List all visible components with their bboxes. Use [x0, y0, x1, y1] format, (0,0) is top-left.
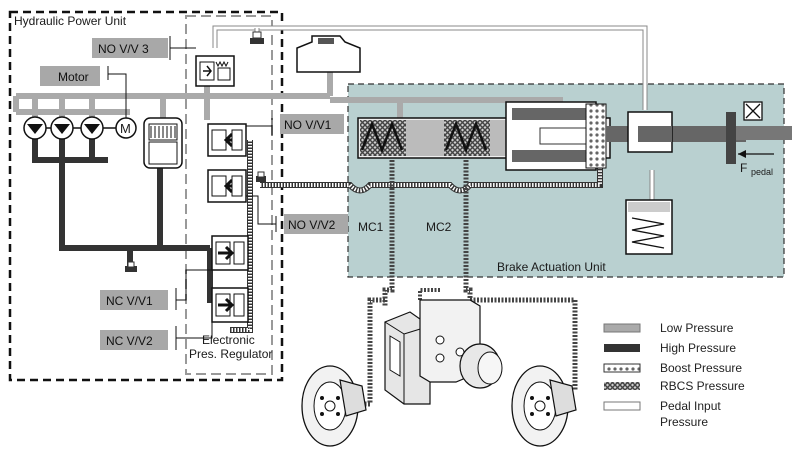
pressure-sensor-bottom [125, 261, 137, 272]
reservoir [296, 35, 361, 73]
low-pressure-lines [13, 72, 563, 120]
svg-text:NC V/V1: NC V/V1 [106, 294, 153, 308]
hydraulic-power-unit-label: Hydraulic Power Unit [14, 14, 127, 28]
pressure-sensor-mid [256, 171, 266, 182]
pump-3 [80, 116, 104, 140]
brake-disc-left [301, 365, 367, 447]
legend-item-pedal-input-pressure: Pedal Input Pressure [603, 399, 721, 429]
pump-2 [50, 116, 74, 140]
svg-text:Pedal Input: Pedal Input [660, 399, 721, 413]
valve-nc-vv2 [211, 287, 249, 323]
valve-nc-vv1 [211, 235, 249, 271]
tag-no-vv1: NO V/V1 [246, 114, 344, 136]
svg-text:Boost Pressure: Boost Pressure [660, 361, 742, 375]
svg-text:NO V/V2: NO V/V2 [288, 218, 336, 232]
svg-text:RBCS Pressure: RBCS Pressure [660, 379, 745, 393]
rbcs-pressure-lines [350, 160, 578, 407]
brake-actuation-unit-label: Brake Actuation Unit [497, 260, 606, 274]
valve-no-vv3 [195, 55, 235, 87]
svg-text:NO V/V1: NO V/V1 [284, 118, 332, 132]
svg-text:NO V/V 3: NO V/V 3 [98, 42, 149, 56]
hydraulic-power-unit-region [8, 10, 284, 382]
svg-text:Pressure: Pressure [660, 415, 708, 429]
electronic-regulator-region [185, 15, 273, 375]
legend-item-rbcs-pressure: RBCS Pressure [604, 379, 745, 393]
svg-text:Motor: Motor [58, 70, 89, 84]
pedal-force-label: F [740, 161, 747, 175]
tag-nc-vv2: NC V/V2 [100, 322, 213, 350]
pump-assembly: M [23, 116, 137, 140]
tag-no-vv2: NO V/V2 [246, 195, 348, 234]
motor-symbol: M [120, 121, 131, 136]
legend-item-low-pressure: Low Pressure [603, 321, 734, 335]
electronic-regulator-label-line2: Pres. Regulator [189, 347, 272, 361]
boost-pressure-lines [230, 140, 603, 333]
pedal-simulator [625, 199, 673, 255]
high-pressure-lines [32, 138, 215, 303]
legend-item-boost-pressure: Boost Pressure [603, 361, 742, 375]
valve-no-vv1 [207, 123, 247, 157]
pedal-input-lines [212, 25, 655, 200]
tag-nc-vv1: NC V/V1 [100, 269, 212, 310]
brake-disc-right [511, 365, 577, 447]
pump-1 [23, 116, 47, 140]
pedal-force-subscript: pedal [751, 167, 773, 177]
pressure-sensor-top [250, 31, 264, 44]
pedal-force-arrow [738, 150, 774, 158]
tag-no-vv3: NO V/V 3 [92, 36, 196, 60]
svg-text:High Pressure: High Pressure [660, 341, 736, 355]
valve-no-vv2 [207, 169, 247, 203]
svg-text:NC V/V2: NC V/V2 [106, 334, 153, 348]
pedal-rod [726, 101, 792, 164]
legend-item-high-pressure: High Pressure [604, 341, 736, 355]
accumulator [143, 117, 183, 169]
electronic-regulator-label-line1: Electronic [202, 333, 255, 347]
tag-motor: Motor [40, 66, 127, 118]
master-cylinder [357, 101, 746, 171]
svg-text:Low Pressure: Low Pressure [660, 321, 734, 335]
legend: Low Pressure High Pressure Boost Pressur… [603, 321, 745, 429]
mc2-label: MC2 [426, 220, 452, 234]
mc1-label: MC1 [358, 220, 384, 234]
abs-modulator [384, 299, 503, 405]
